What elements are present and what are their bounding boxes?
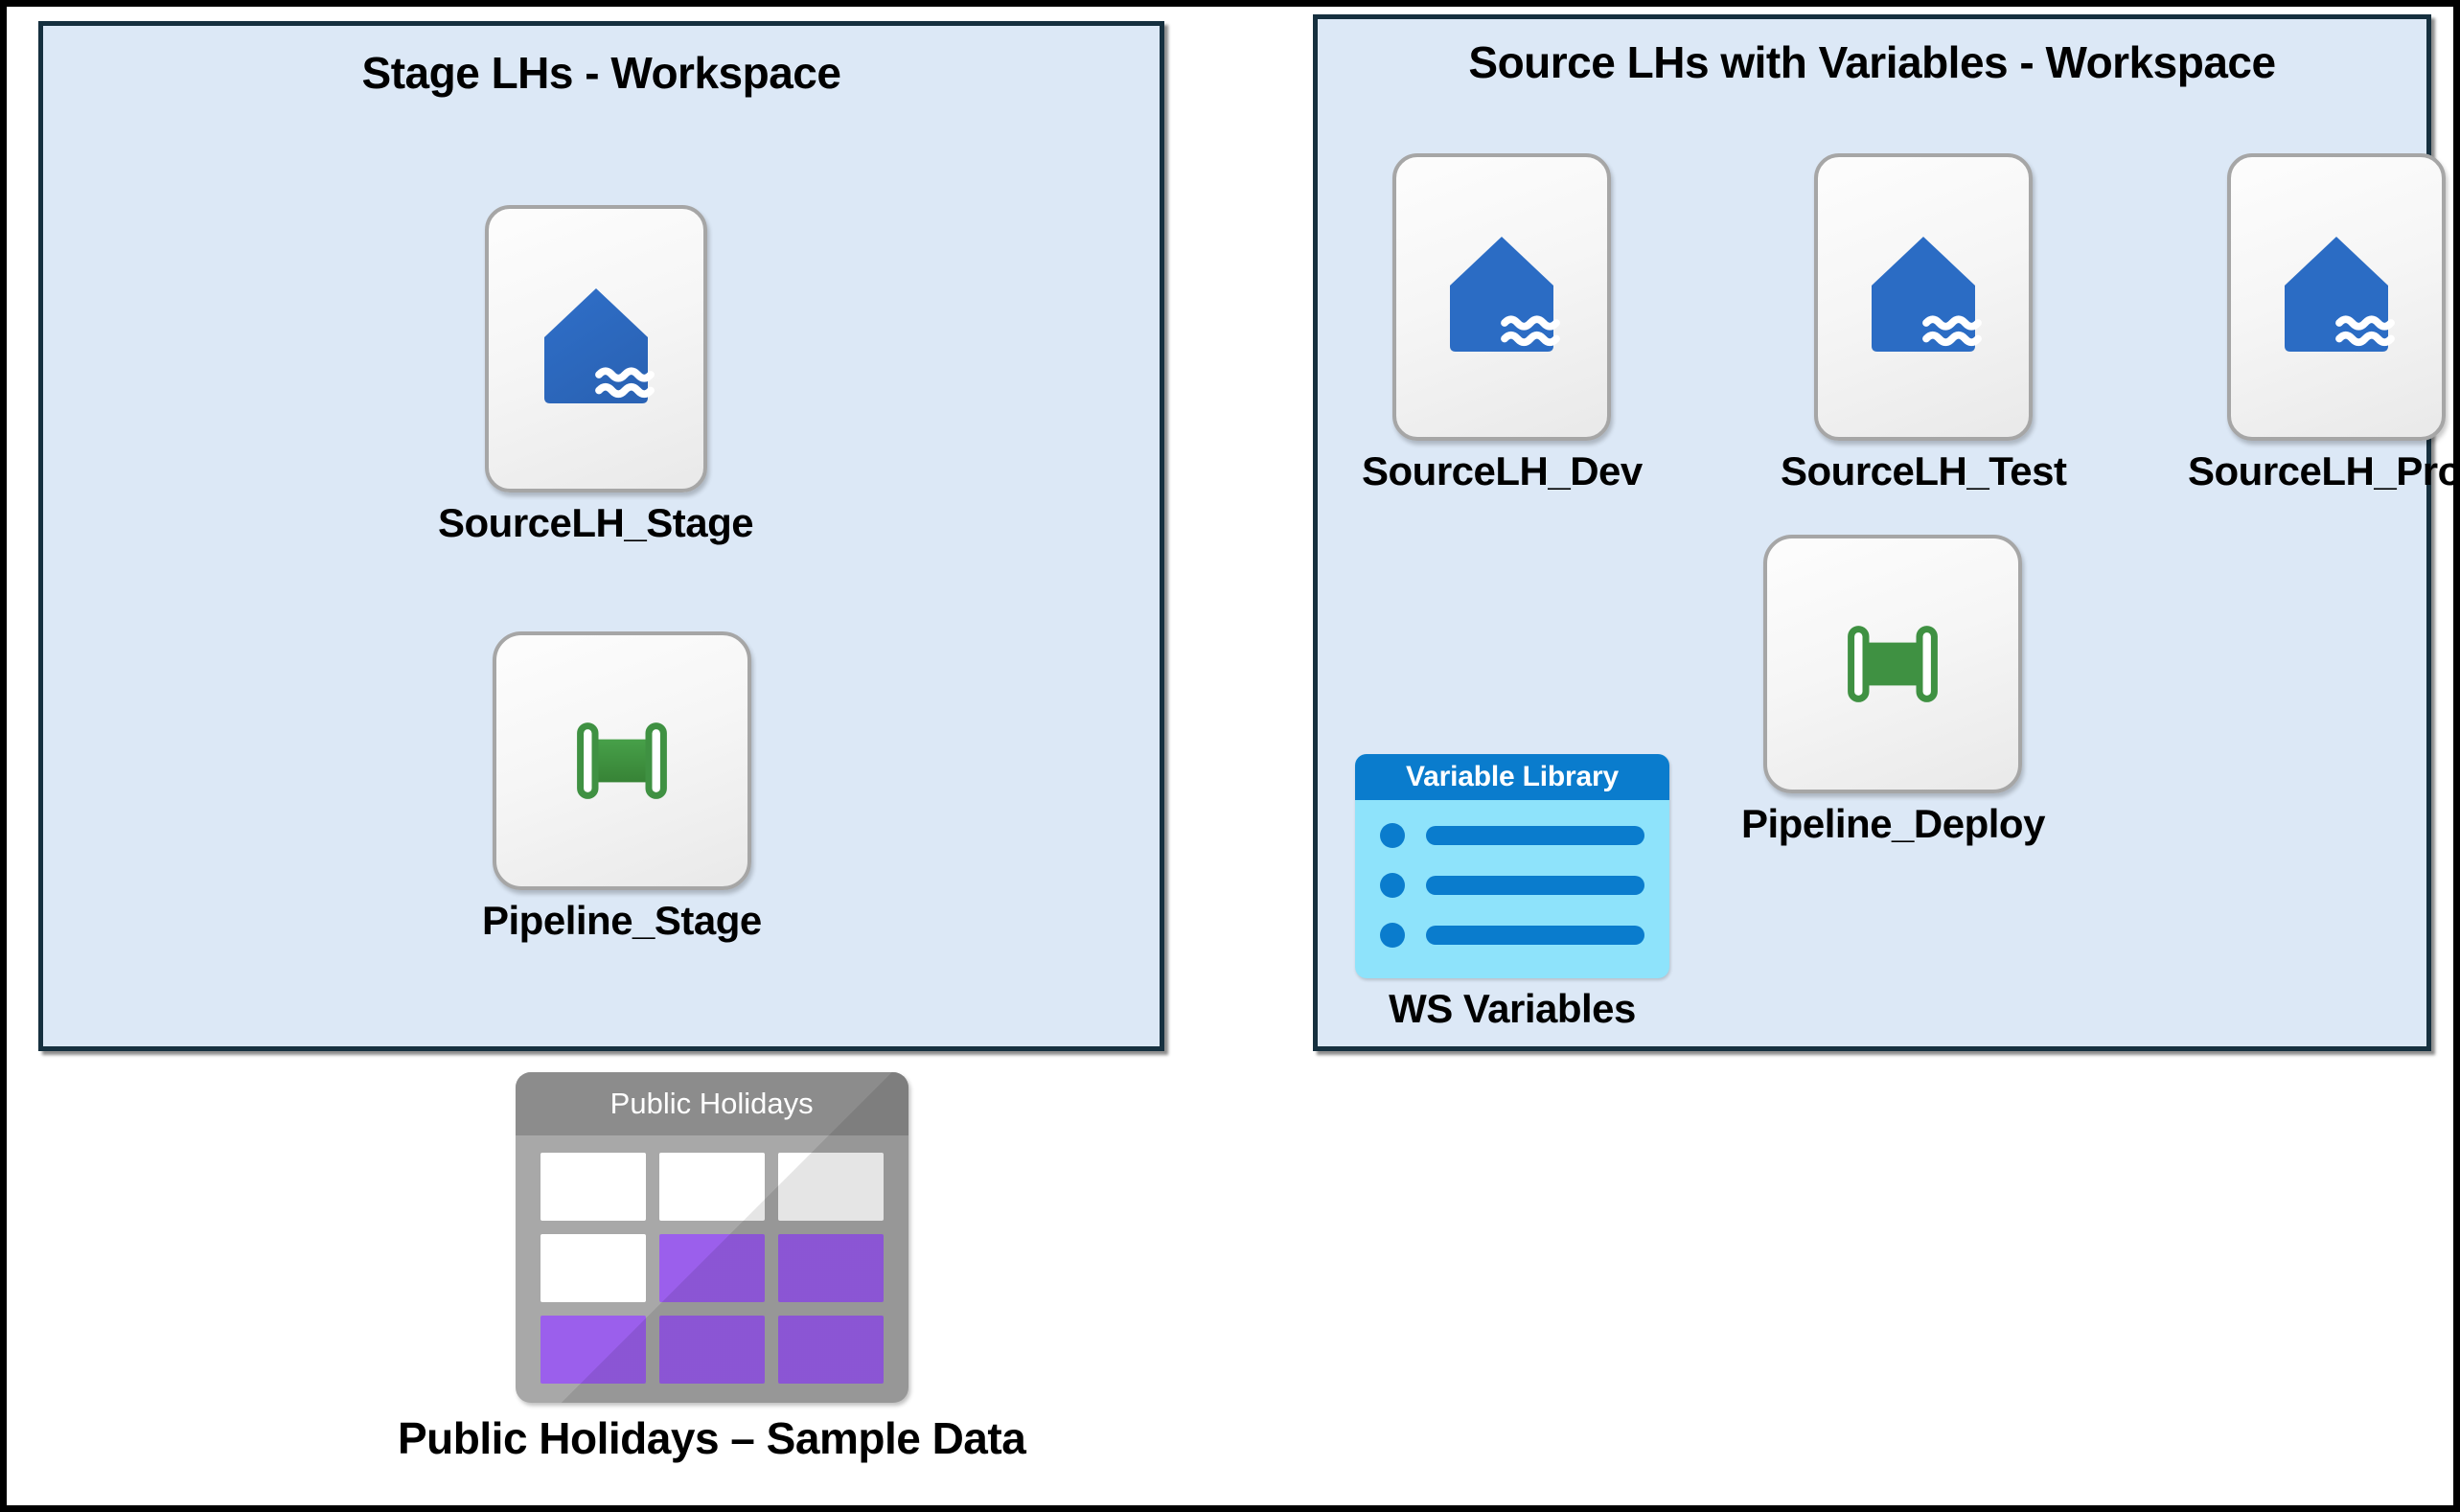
- variable-library-row: [1380, 823, 1644, 848]
- bullet-icon: [1380, 823, 1405, 848]
- lakehouse-icon: [1851, 225, 1995, 369]
- table-cell: [777, 1234, 884, 1302]
- node-sourcelh-stage[interactable]: SourceLH_Stage: [438, 205, 754, 546]
- pipeline-icon: [1826, 597, 1960, 731]
- table-cell: [540, 1316, 646, 1384]
- variable-library-rows: [1355, 800, 1669, 948]
- table-cell: [777, 1153, 884, 1221]
- node-label-public-holidays-sample: Public Holidays – Sample Data: [398, 1413, 1026, 1463]
- node-public-holidays-sample[interactable]: Public Holidays Public Holidays – Sample…: [398, 1072, 1026, 1464]
- pipeline-tile[interactable]: [1763, 535, 2023, 793]
- sample-table-header: Public Holidays: [515, 1072, 908, 1135]
- lakehouse-icon: [1430, 225, 1574, 369]
- node-pipeline-stage[interactable]: Pipeline_Stage: [482, 631, 762, 944]
- node-label-sourcelh-dev: SourceLH_Dev: [1362, 448, 1643, 493]
- node-sourcelh-test[interactable]: SourceLH_Test: [1781, 153, 2067, 494]
- node-label-sourcelh-test: SourceLH_Test: [1781, 448, 2067, 493]
- sample-table-icon[interactable]: Public Holidays: [515, 1072, 908, 1403]
- node-ws-variables[interactable]: Variable Library WS Varia: [1355, 754, 1669, 1032]
- panel-title-stage: Stage LHs - Workspace: [361, 48, 841, 98]
- node-pipeline-deploy[interactable]: Pipeline_Deploy: [1741, 535, 2045, 847]
- table-cell: [658, 1234, 765, 1302]
- pipeline-icon: [555, 694, 689, 828]
- node-label-ws-variables: WS Variables: [1389, 986, 1636, 1031]
- lakehouse-tile[interactable]: [2227, 153, 2447, 441]
- variable-library-icon[interactable]: Variable Library: [1355, 754, 1669, 978]
- pipeline-tile[interactable]: [492, 631, 751, 890]
- sample-table-grid: [516, 1135, 908, 1403]
- bullet-icon: [1380, 923, 1405, 948]
- node-sourcelh-prod[interactable]: SourceLH_Prod: [2188, 153, 2460, 494]
- variable-bar: [1426, 826, 1644, 845]
- table-cell: [658, 1153, 765, 1221]
- variable-bar: [1426, 926, 1644, 945]
- variable-library-header: Variable Library: [1355, 754, 1669, 800]
- table-cell: [540, 1153, 646, 1221]
- workspace-panel-source: Source LHs with Variables - Workspace So…: [1313, 14, 2460, 1051]
- node-label-pipeline-stage: Pipeline_Stage: [482, 898, 762, 943]
- variable-library-row: [1380, 873, 1644, 898]
- table-cell: [658, 1316, 765, 1384]
- lakehouse-icon: [524, 277, 668, 421]
- lakehouse-icon: [2265, 225, 2408, 369]
- table-cell: [777, 1316, 884, 1384]
- lakehouse-tile[interactable]: [1814, 153, 2034, 441]
- lakehouse-tile[interactable]: [1392, 153, 1612, 441]
- workspace-panel-stage: Stage LHs - Workspace: [38, 21, 1164, 1051]
- node-sourcelh-dev[interactable]: SourceLH_Dev: [1362, 153, 1643, 494]
- variable-bar: [1426, 876, 1644, 895]
- bullet-icon: [1380, 873, 1405, 898]
- variable-library-row: [1380, 923, 1644, 948]
- node-label-pipeline-deploy: Pipeline_Deploy: [1741, 801, 2045, 846]
- panel-title-source: Source LHs with Variables - Workspace: [1468, 37, 2276, 87]
- lakehouse-tile[interactable]: [484, 205, 707, 493]
- node-label-sourcelh-stage: SourceLH_Stage: [438, 500, 754, 545]
- node-label-sourcelh-prod: SourceLH_Prod: [2188, 448, 2460, 493]
- table-cell: [540, 1234, 646, 1302]
